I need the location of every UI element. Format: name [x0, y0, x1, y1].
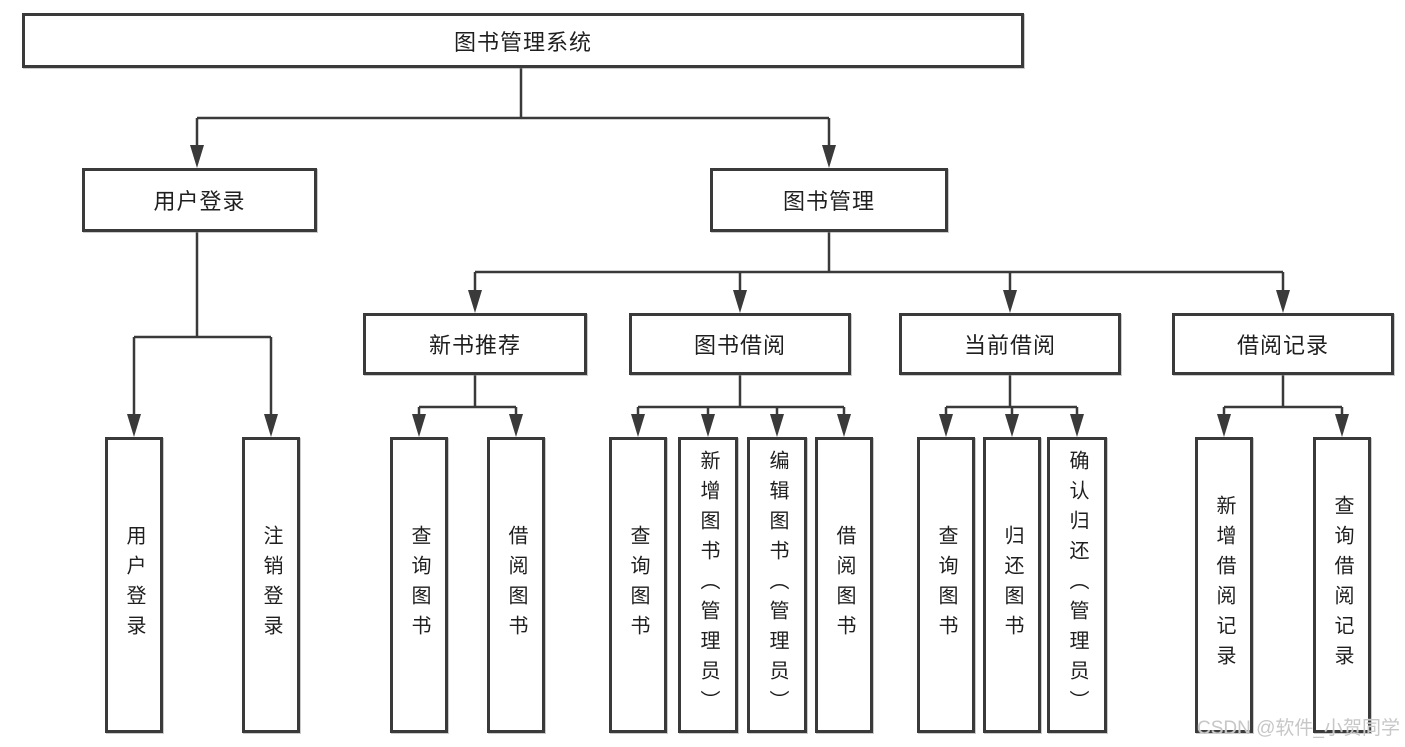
connector-book-mgmt-branch — [473, 232, 1285, 291]
leaf-borrow-add-label: 新增图书（管理员） — [697, 450, 719, 720]
leaf-borrow-edit-label: 编辑图书（管理员） — [766, 450, 788, 720]
node-borrow-records: 借阅记录 — [1172, 313, 1394, 375]
arrowhead — [1276, 290, 1290, 313]
leaf-newbooks-query: 查询图书 — [390, 437, 448, 733]
leaf-borrow-edit: 编辑图书（管理员） — [747, 437, 807, 733]
arrowhead — [733, 290, 747, 313]
node-book-borrow-label: 图书借阅 — [693, 333, 786, 358]
leaf-current-confirm-label: 确认归还（管理员） — [1066, 450, 1088, 720]
leaf-newbooks-query-label: 查询图书 — [408, 525, 430, 645]
leaf-current-return-label: 归还图书 — [1001, 525, 1023, 645]
leaf-logout: 注销登录 — [242, 437, 300, 733]
connector-user-login-branch — [132, 232, 273, 415]
arrowhead — [1003, 290, 1017, 313]
leaf-records-query: 查询借阅记录 — [1313, 437, 1371, 733]
leaf-current-return: 归还图书 — [983, 437, 1041, 733]
node-borrow-records-label: 借阅记录 — [1236, 333, 1329, 358]
connector-root-branch — [195, 68, 831, 146]
arrowhead — [127, 414, 141, 437]
connector-book-borrow-branch — [636, 375, 846, 415]
arrowhead — [631, 414, 645, 437]
leaf-current-query-label: 查询图书 — [935, 525, 957, 645]
leaf-current-query: 查询图书 — [917, 437, 975, 733]
arrowhead — [701, 414, 715, 437]
leaf-borrow-query-label: 查询图书 — [627, 525, 649, 645]
node-user-login: 用户登录 — [82, 168, 317, 232]
arrowhead — [264, 414, 278, 437]
arrowhead — [1005, 414, 1019, 437]
node-root-label: 图书管理系统 — [453, 29, 592, 55]
arrowhead — [1217, 414, 1231, 437]
node-book-mgmt-label: 图书管理 — [782, 189, 875, 214]
leaf-newbooks-borrow: 借阅图书 — [487, 437, 545, 733]
leaf-records-query-label: 查询借阅记录 — [1331, 495, 1353, 675]
leaf-borrow-query: 查询图书 — [609, 437, 667, 733]
arrowheads — [127, 145, 1349, 437]
connector-borrow-records-branch — [1222, 375, 1344, 415]
arrowhead — [939, 414, 953, 437]
node-root: 图书管理系统 — [22, 13, 1024, 68]
leaf-records-add-label: 新增借阅记录 — [1213, 495, 1235, 675]
leaf-borrow-add: 新增图书（管理员） — [678, 437, 738, 733]
leaf-borrow-borrow-label: 借阅图书 — [833, 525, 855, 645]
arrowhead — [770, 414, 784, 437]
node-new-books: 新书推荐 — [363, 313, 587, 375]
watermark: CSDN @软件_小贺同学 — [1197, 718, 1400, 739]
arrowhead — [837, 414, 851, 437]
leaf-user-login-label: 用户登录 — [123, 525, 145, 645]
arrowhead — [1335, 414, 1349, 437]
arrowhead — [822, 145, 836, 168]
connector-new-books-branch — [417, 375, 518, 415]
node-user-login-label: 用户登录 — [153, 189, 246, 214]
leaf-user-login: 用户登录 — [105, 437, 163, 733]
node-current-borrow: 当前借阅 — [899, 313, 1121, 375]
leaf-records-add: 新增借阅记录 — [1195, 437, 1253, 733]
arrowhead — [190, 145, 204, 168]
arrowhead — [412, 414, 426, 437]
arrowhead — [468, 290, 482, 313]
leaf-newbooks-borrow-label: 借阅图书 — [505, 525, 527, 645]
node-book-borrow: 图书借阅 — [629, 313, 851, 375]
arrowhead — [1070, 414, 1084, 437]
leaf-current-confirm: 确认归还（管理员） — [1047, 437, 1107, 733]
arrowhead — [509, 414, 523, 437]
node-current-borrow-label: 当前借阅 — [963, 333, 1056, 358]
node-new-books-label: 新书推荐 — [428, 333, 521, 358]
leaf-logout-label: 注销登录 — [260, 525, 282, 645]
leaf-borrow-borrow: 借阅图书 — [815, 437, 873, 733]
connector-current-borrow-branch — [944, 375, 1079, 415]
node-book-mgmt: 图书管理 — [710, 168, 948, 232]
